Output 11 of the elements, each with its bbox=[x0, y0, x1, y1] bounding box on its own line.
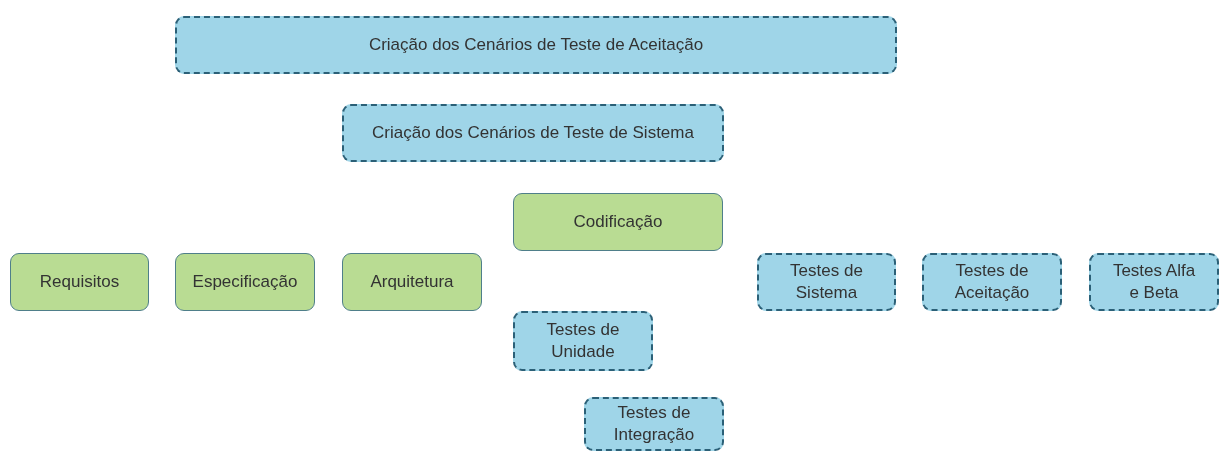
process-box: Codificação bbox=[513, 193, 723, 251]
process-box: Arquitetura bbox=[342, 253, 482, 311]
test-box: Criação dos Cenários de Teste de Aceitação bbox=[175, 16, 897, 74]
process-box: Requisitos bbox=[10, 253, 149, 311]
test-box: Criação dos Cenários de Teste de Sistema bbox=[342, 104, 724, 162]
test-box: Testes Alfa e Beta bbox=[1089, 253, 1219, 311]
process-box: Especificação bbox=[175, 253, 315, 311]
test-box: Testes de Aceitação bbox=[922, 253, 1062, 311]
test-box: Testes de Integração bbox=[584, 397, 724, 451]
test-box: Testes de Sistema bbox=[757, 253, 896, 311]
test-box: Testes de Unidade bbox=[513, 311, 653, 371]
